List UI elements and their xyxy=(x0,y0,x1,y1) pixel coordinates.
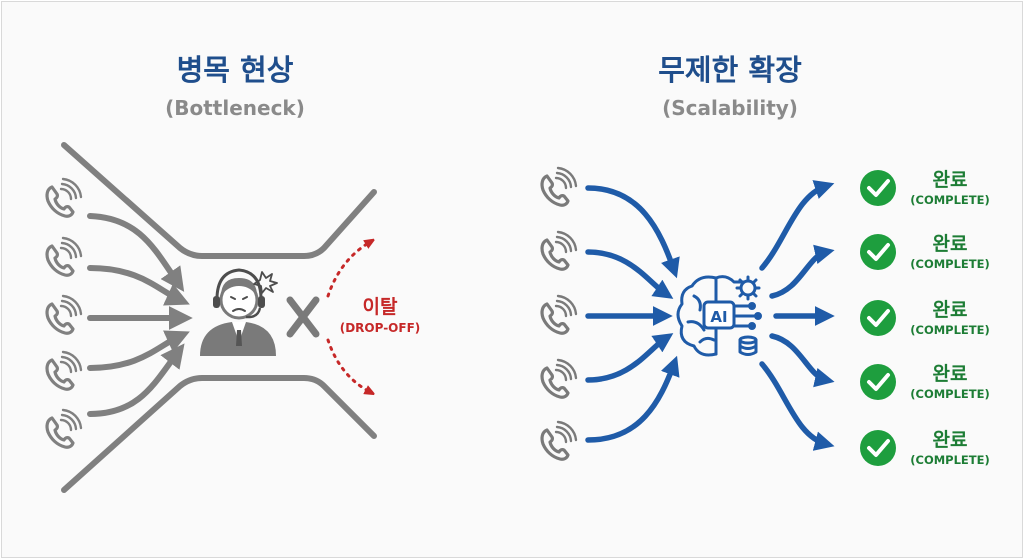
completion-sublabel: (COMPLETE) xyxy=(910,323,989,337)
completion-sublabel: (COMPLETE) xyxy=(910,257,989,271)
anger-icon xyxy=(254,272,277,293)
call-arrow xyxy=(588,252,666,294)
dropoff-sublabel: (DROP-OFF) xyxy=(340,321,421,335)
completion-item: 완료 (COMPLETE) xyxy=(860,429,990,467)
phone-icon xyxy=(542,360,576,397)
call-arrow xyxy=(588,338,666,380)
phone-icon xyxy=(47,410,81,447)
scalability-call-arrows xyxy=(588,188,674,440)
completion-sublabel: (COMPLETE) xyxy=(910,193,989,207)
completion-label: 완료 xyxy=(933,429,968,451)
check-circle-icon xyxy=(860,364,896,400)
phone-icon xyxy=(47,352,81,389)
ai-label: AI xyxy=(710,308,727,326)
completion-sublabel: (COMPLETE) xyxy=(910,387,989,401)
completion-label: 완료 xyxy=(933,169,968,191)
check-circle-icon xyxy=(860,234,896,270)
check-circle-icon xyxy=(860,170,896,206)
completion-sublabel: (COMPLETE) xyxy=(910,453,989,467)
completion-label: 완료 xyxy=(933,363,968,385)
dropoff-arrow-down xyxy=(328,340,370,392)
check-circle-icon xyxy=(860,300,896,336)
blocked-x-icon xyxy=(290,300,316,334)
completion-arrows xyxy=(762,186,826,444)
phone-icon xyxy=(542,232,576,269)
bottleneck-call-arrows xyxy=(90,216,182,414)
dropoff-arrow-up xyxy=(328,242,370,296)
phone-icon xyxy=(47,296,81,333)
scalability-phones xyxy=(542,168,576,459)
bottleneck-phones xyxy=(47,179,81,447)
funnel-bottom-wall xyxy=(64,378,374,490)
completion-item: 완료 (COMPLETE) xyxy=(860,169,990,207)
call-arrow xyxy=(588,188,674,270)
check-circle-icon xyxy=(860,430,896,466)
phone-icon xyxy=(47,238,81,275)
stressed-agent-icon xyxy=(200,270,277,356)
completion-label: 완료 xyxy=(933,299,968,321)
phone-icon xyxy=(542,168,576,205)
phone-icon xyxy=(542,422,576,459)
completion-item: 완료 (COMPLETE) xyxy=(860,363,990,401)
dropoff-label: 이탈 xyxy=(363,296,398,318)
completion-item: 완료 (COMPLETE) xyxy=(860,233,990,271)
phone-icon xyxy=(47,179,81,216)
funnel-top-wall xyxy=(64,145,374,256)
completion-list: 완료 (COMPLETE) 완료 (COMPLETE) 완료 (COMPLETE) 완료 (C… xyxy=(860,169,990,467)
completion-label: 완료 xyxy=(933,233,968,255)
complete-arrow xyxy=(772,336,826,380)
phone-icon xyxy=(542,296,576,333)
completion-item: 완료 (COMPLETE) xyxy=(860,299,990,337)
complete-arrow xyxy=(772,252,826,296)
call-arrow xyxy=(588,364,674,440)
call-arrow xyxy=(90,268,180,300)
